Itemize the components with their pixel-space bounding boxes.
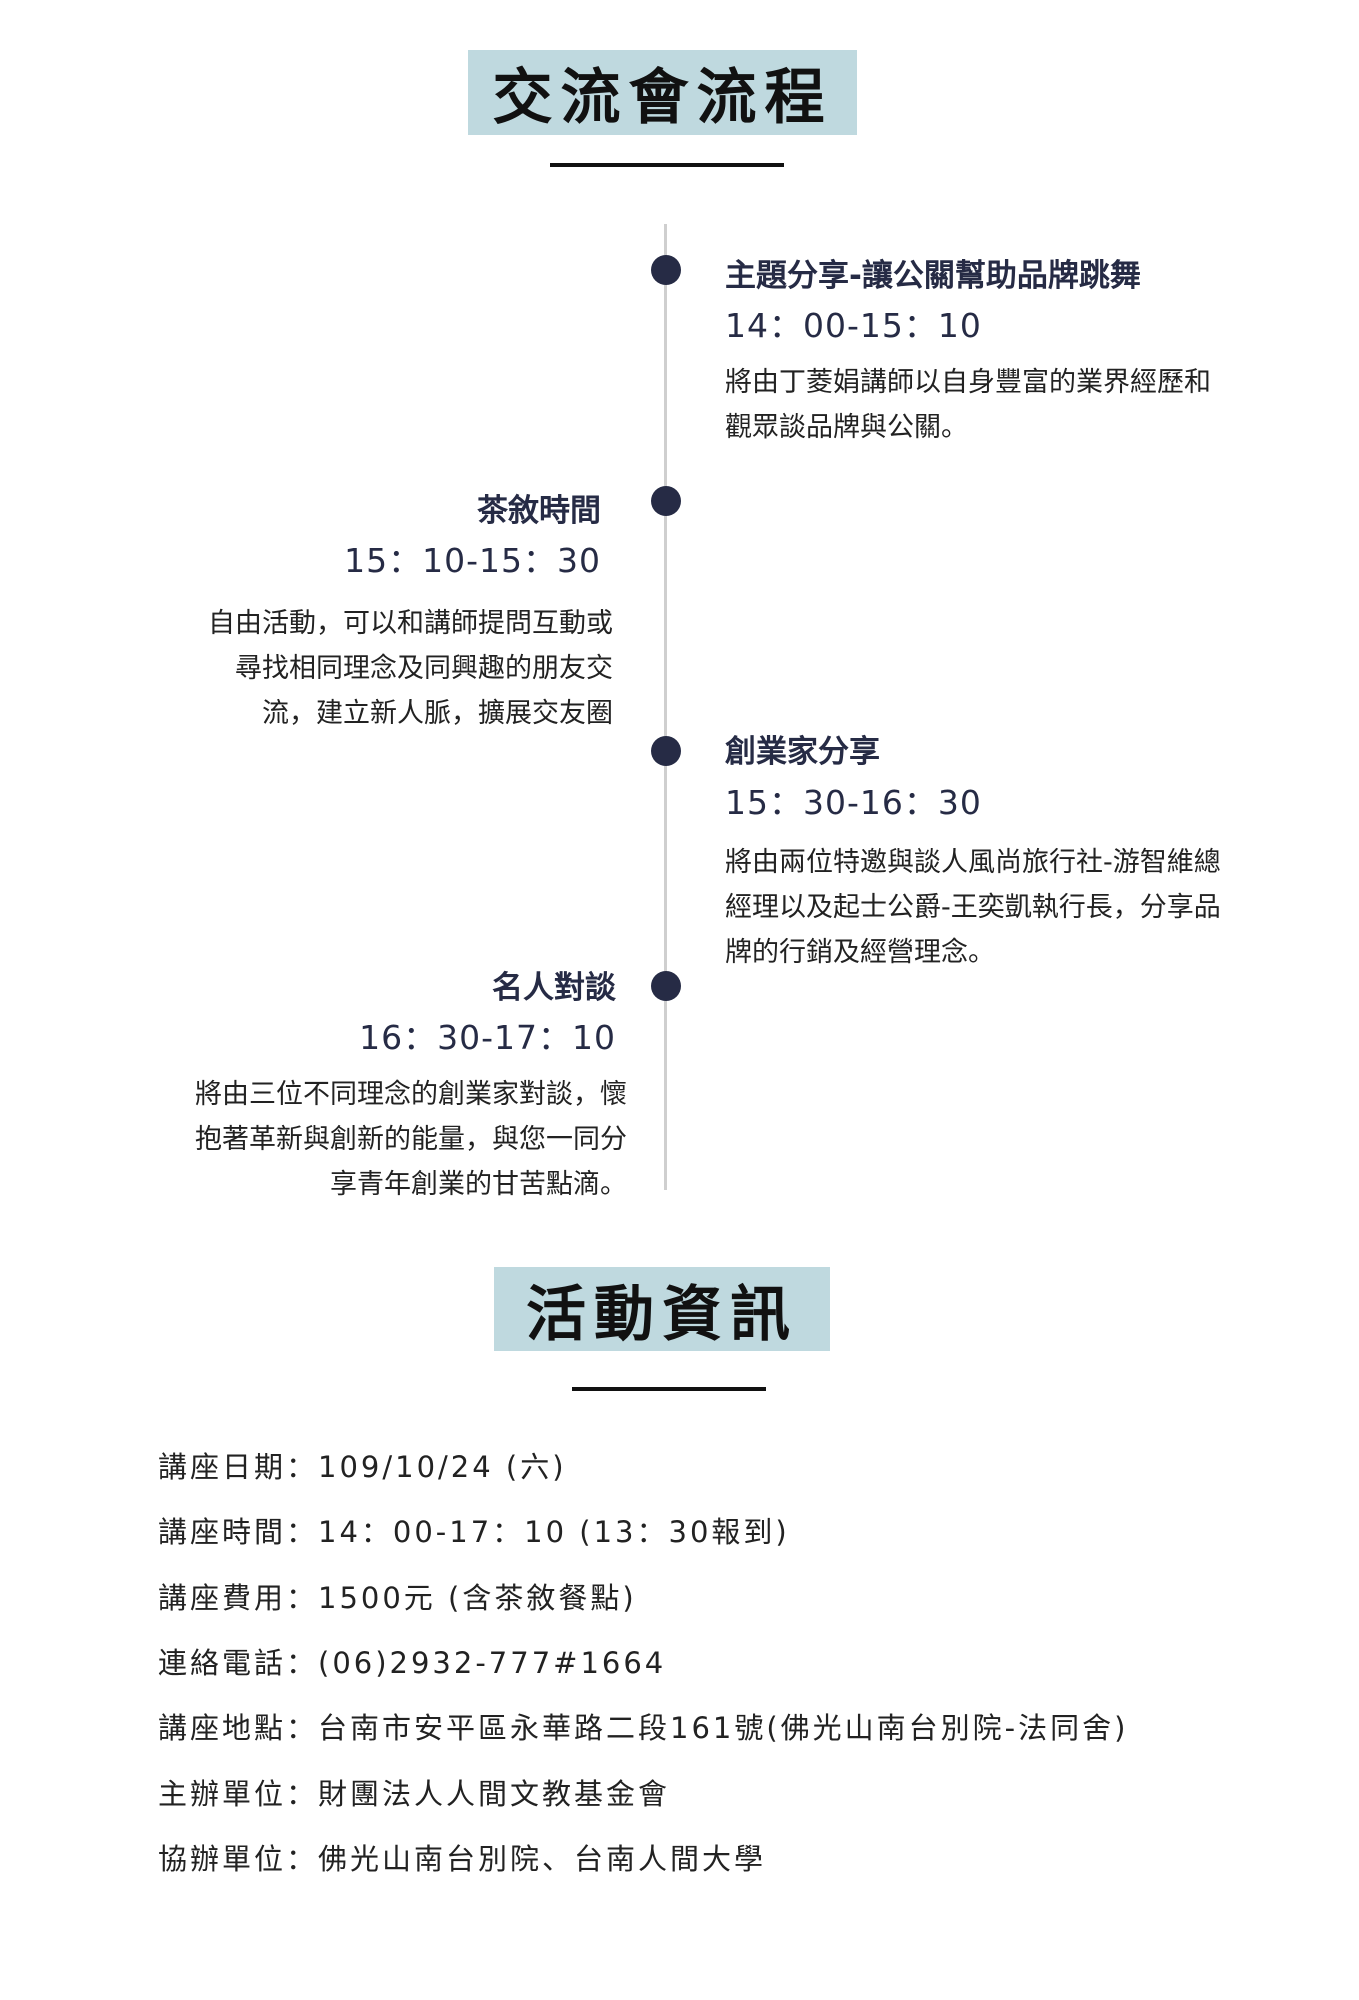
desc-line: 將由三位不同理念的創業家對談，懷 [195, 1079, 627, 1110]
timeline-dot [651, 255, 681, 285]
desc-line: 將由丁菱娟講師以自身豐富的業界經歷和 [725, 367, 1211, 398]
event-time: 14：00-15：10 [725, 306, 982, 345]
desc-line: 享青年創業的甘苦點滴。 [330, 1169, 627, 1200]
timeline-dot [651, 736, 681, 766]
event-time: 15：30-16：30 [725, 783, 982, 822]
event-title: 茶敘時間 [477, 493, 601, 529]
desc-line: 牌的行銷及經營理念。 [725, 937, 995, 968]
section-title-info: 活動資訊 [494, 1267, 830, 1351]
title-underline [550, 163, 784, 167]
info-date: 講座日期：109/10/24 (六) [158, 1450, 567, 1484]
timeline-dot [651, 486, 681, 516]
desc-line: 流，建立新人脈，擴展交友圈 [262, 698, 613, 729]
desc-line: 自由活動，可以和講師提問互動或 [208, 608, 613, 639]
info-location: 講座地點：台南市安平區永華路二段161號(佛光山南台別院-法同舍) [158, 1711, 1129, 1745]
info-co-organizer: 協辦單位：佛光山南台別院、台南人間大學 [158, 1842, 767, 1876]
event-time: 16：30-17：10 [359, 1018, 616, 1057]
desc-line: 經理以及起士公爵-王奕凱執行長，分享品 [725, 892, 1221, 923]
desc-line: 將由兩位特邀與談人風尚旅行社-游智維總 [725, 847, 1221, 878]
event-description: 將由丁菱娟講師以自身豐富的業界經歷和 觀眾談品牌與公關。 [725, 360, 1325, 450]
event-time: 15：10-15：30 [344, 541, 601, 580]
desc-line: 抱著革新與創新的能量，與您一同分 [195, 1124, 627, 1155]
event-title: 主題分享-讓公關幫助品牌跳舞 [725, 258, 1141, 294]
event-title: 名人對談 [492, 970, 616, 1006]
info-fee: 講座費用：1500元 (含茶敘餐點) [158, 1581, 637, 1615]
title-underline [572, 1387, 766, 1391]
timeline-dot [651, 971, 681, 1001]
timeline-line [664, 224, 667, 1190]
event-description: 將由兩位特邀與談人風尚旅行社-游智維總 經理以及起士公爵-王奕凱執行長，分享品 … [725, 840, 1345, 975]
section-title-schedule: 交流會流程 [468, 50, 857, 135]
desc-line: 尋找相同理念及同興趣的朋友交 [235, 653, 613, 684]
info-phone: 連絡電話：(06)2932-777#1664 [158, 1646, 667, 1680]
info-time: 講座時間：14：00-17：10 (13：30報到) [158, 1515, 790, 1549]
event-description: 自由活動，可以和講師提問互動或 尋找相同理念及同興趣的朋友交 流，建立新人脈，擴… [113, 601, 613, 736]
info-organizer: 主辦單位：財團法人人間文教基金會 [158, 1777, 671, 1811]
desc-line: 觀眾談品牌與公關。 [725, 412, 968, 443]
event-description: 將由三位不同理念的創業家對談，懷 抱著革新與創新的能量，與您一同分 享青年創業的… [107, 1072, 627, 1207]
event-title: 創業家分享 [725, 734, 880, 770]
